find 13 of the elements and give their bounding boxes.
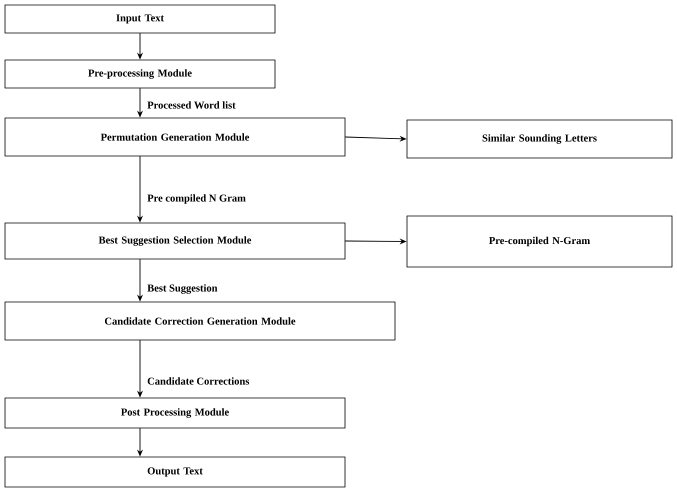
- process-box: Candidate Correction Generation Module: [4, 302, 396, 340]
- process-box: Permutation Generation Module: [4, 118, 346, 156]
- process-box: Pre-compiled N-Gram: [406, 216, 672, 268]
- edge-label: Processed Word list: [147, 101, 236, 109]
- edge-label: Pre compiled N Gram: [147, 194, 246, 204]
- process-box: Post Processing Module: [4, 398, 346, 428]
- process-box: Similar Sounding Letters: [406, 120, 672, 158]
- process-box: Input Text: [4, 4, 276, 34]
- edge-label: Candidate Corrections: [148, 377, 250, 385]
- process-box: Best Suggestion Selection Module: [4, 222, 346, 260]
- process-box: Output Text: [4, 456, 346, 488]
- process-box: Pre-processing Module: [4, 60, 276, 88]
- edge-label: Best Suggestion: [147, 284, 218, 294]
